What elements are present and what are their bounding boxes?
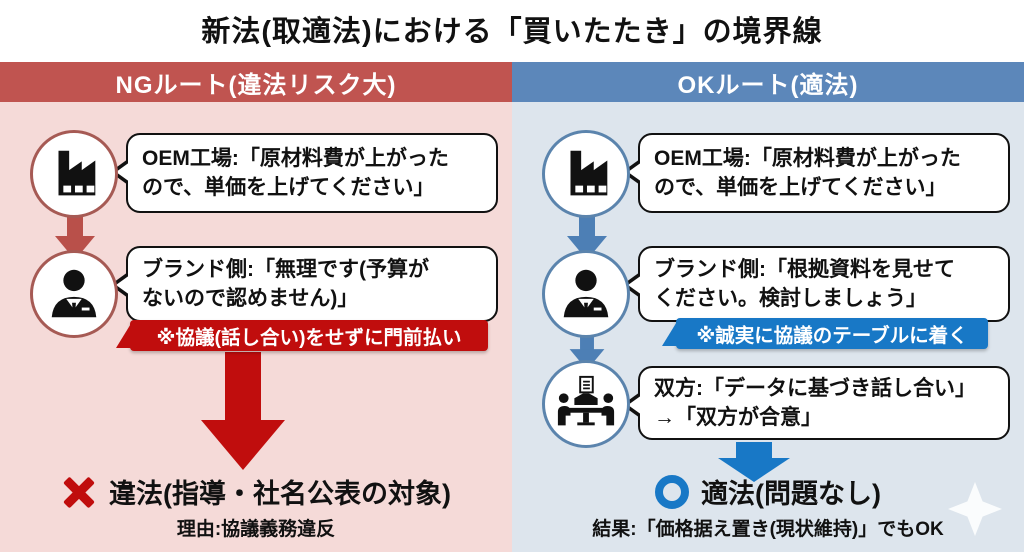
ok-step1-bubble: OEM工場:「原材料費が上がった ので、単価を上げてください」 — [622, 133, 1010, 213]
ng-result-sub: 理由:協議義務違反 — [176, 519, 336, 540]
factory-avatar — [30, 130, 118, 218]
factory-avatar — [542, 130, 630, 218]
ok-step2-text: ブランド側:「根拠資料を見せて ください。検討しましょう」 — [654, 257, 955, 310]
ok-panel-header: OKルート(適法) — [512, 62, 1024, 102]
big-blue-arrow-icon — [718, 442, 790, 482]
big-red-arrow-icon — [201, 352, 285, 470]
negotiation-avatar — [542, 360, 630, 448]
ng-result-text: 違法(指導・社名公表の対象) — [109, 479, 451, 509]
ok-step3-bubble: 双方:「データに基づき話し合い」 →「双方が合意」 — [622, 366, 1010, 440]
business-person-icon — [563, 269, 609, 318]
ng-callout-text: ※協議(話し合い)をせずに門前払い — [156, 327, 462, 349]
ng-panel-header: NGルート(違法リスク大) — [0, 62, 512, 102]
brand-avatar — [30, 250, 118, 338]
brand-avatar — [542, 250, 630, 338]
business-person-icon — [51, 269, 97, 318]
down-arrow-icon — [55, 214, 95, 260]
ng-result: 違法(指導・社名公表の対象) — [0, 472, 512, 511]
ok-step3-text: 双方:「データに基づき話し合い」 →「双方が合意」 — [654, 376, 976, 429]
factory-icon — [570, 150, 608, 196]
page-title: 新法(取適法)における「買いたたき」の境界線 — [201, 16, 823, 48]
ok-panel: OKルート(適法) OEM工場:「原材料費が上がった ので、単価を上げてください… — [512, 62, 1024, 552]
ok-callout: ※誠実に協議のテーブルに着く — [662, 318, 988, 349]
ok-result-sub: 結果:「価格据え置き(現状維持)」でもOK — [592, 519, 944, 540]
down-arrow-icon — [567, 214, 607, 260]
circle-mark-icon — [655, 474, 689, 509]
ok-result: 適法(問題なし) — [512, 472, 1024, 511]
ok-result-text: 適法(問題なし) — [701, 479, 881, 509]
ok-step1-text: OEM工場:「原材料費が上がった ので、単価を上げてください」 — [654, 146, 961, 199]
ng-step2-bubble: ブランド側:「無理です(予算が ないので認めません)」 — [110, 246, 498, 322]
ng-panel: NGルート(違法リスク大) OEM工場:「原材料費が上がった ので、単価を上げて… — [0, 62, 512, 552]
ok-callout-text: ※誠実に協議のテーブルに着く — [696, 325, 968, 347]
ng-callout: ※協議(話し合い)をせずに門前払い — [116, 320, 488, 351]
x-mark-icon — [61, 474, 97, 510]
ng-step1-text: OEM工場:「原材料費が上がった ので、単価を上げてください」 — [142, 146, 449, 199]
ok-step2-bubble: ブランド側:「根拠資料を見せて ください。検討しましょう」 — [622, 246, 1010, 322]
sparkle-icon — [948, 482, 1002, 536]
ng-step1-bubble: OEM工場:「原材料費が上がった ので、単価を上げてください」 — [110, 133, 498, 213]
negotiation-table-icon — [557, 375, 615, 426]
ng-step2-text: ブランド側:「無理です(予算が ないので認めません)」 — [142, 257, 429, 310]
factory-icon — [58, 150, 96, 196]
